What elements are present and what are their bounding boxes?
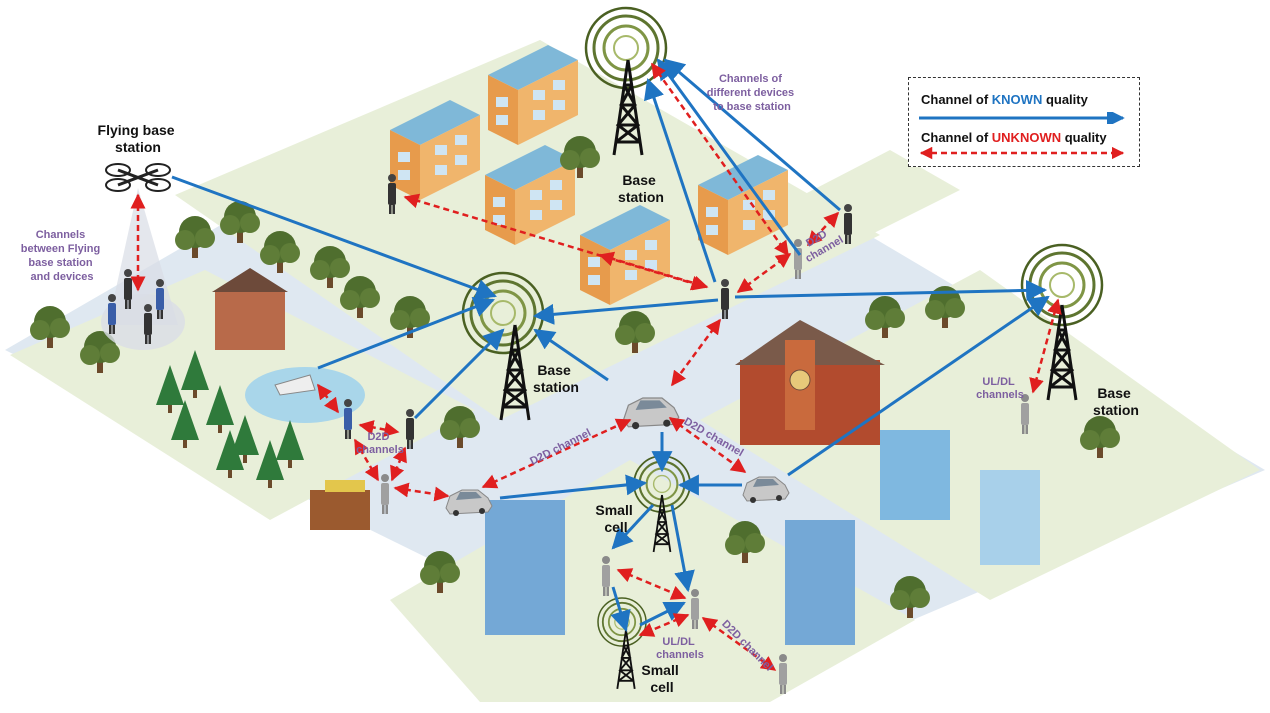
uldl-right-annotation: UL/DL channels	[976, 376, 1024, 401]
d2d-left-annotation: D2D channels	[356, 431, 404, 456]
bs-channels-annotation: Channels of different devices to base st…	[707, 73, 797, 113]
bs-right-label: Base station	[1093, 385, 1139, 418]
uldl-bottom-annotation: UL/DL channels	[656, 636, 704, 661]
legend-unknown-label: Channel of UNKNOWN quality	[921, 130, 1107, 145]
legend: Channel of KNOWN quality Channel of UNKN…	[908, 77, 1140, 167]
small-cell-bottom-label: Small cell	[641, 662, 682, 695]
bs-top-label: Base station	[618, 172, 664, 205]
bs-center-label: Base station	[533, 362, 579, 395]
flying-channels-annotation: Channels between Flying base station and…	[21, 229, 104, 283]
unknown-channels	[130, 62, 1062, 672]
legend-unknown-arrow	[919, 146, 1125, 160]
flying-bs-label: Flying base station	[98, 122, 179, 155]
town-buildings	[212, 268, 1040, 645]
legend-known-label: Channel of KNOWN quality	[921, 92, 1088, 107]
legend-known-arrow	[919, 112, 1125, 124]
small-cell-center-label: Small cell	[595, 502, 636, 535]
